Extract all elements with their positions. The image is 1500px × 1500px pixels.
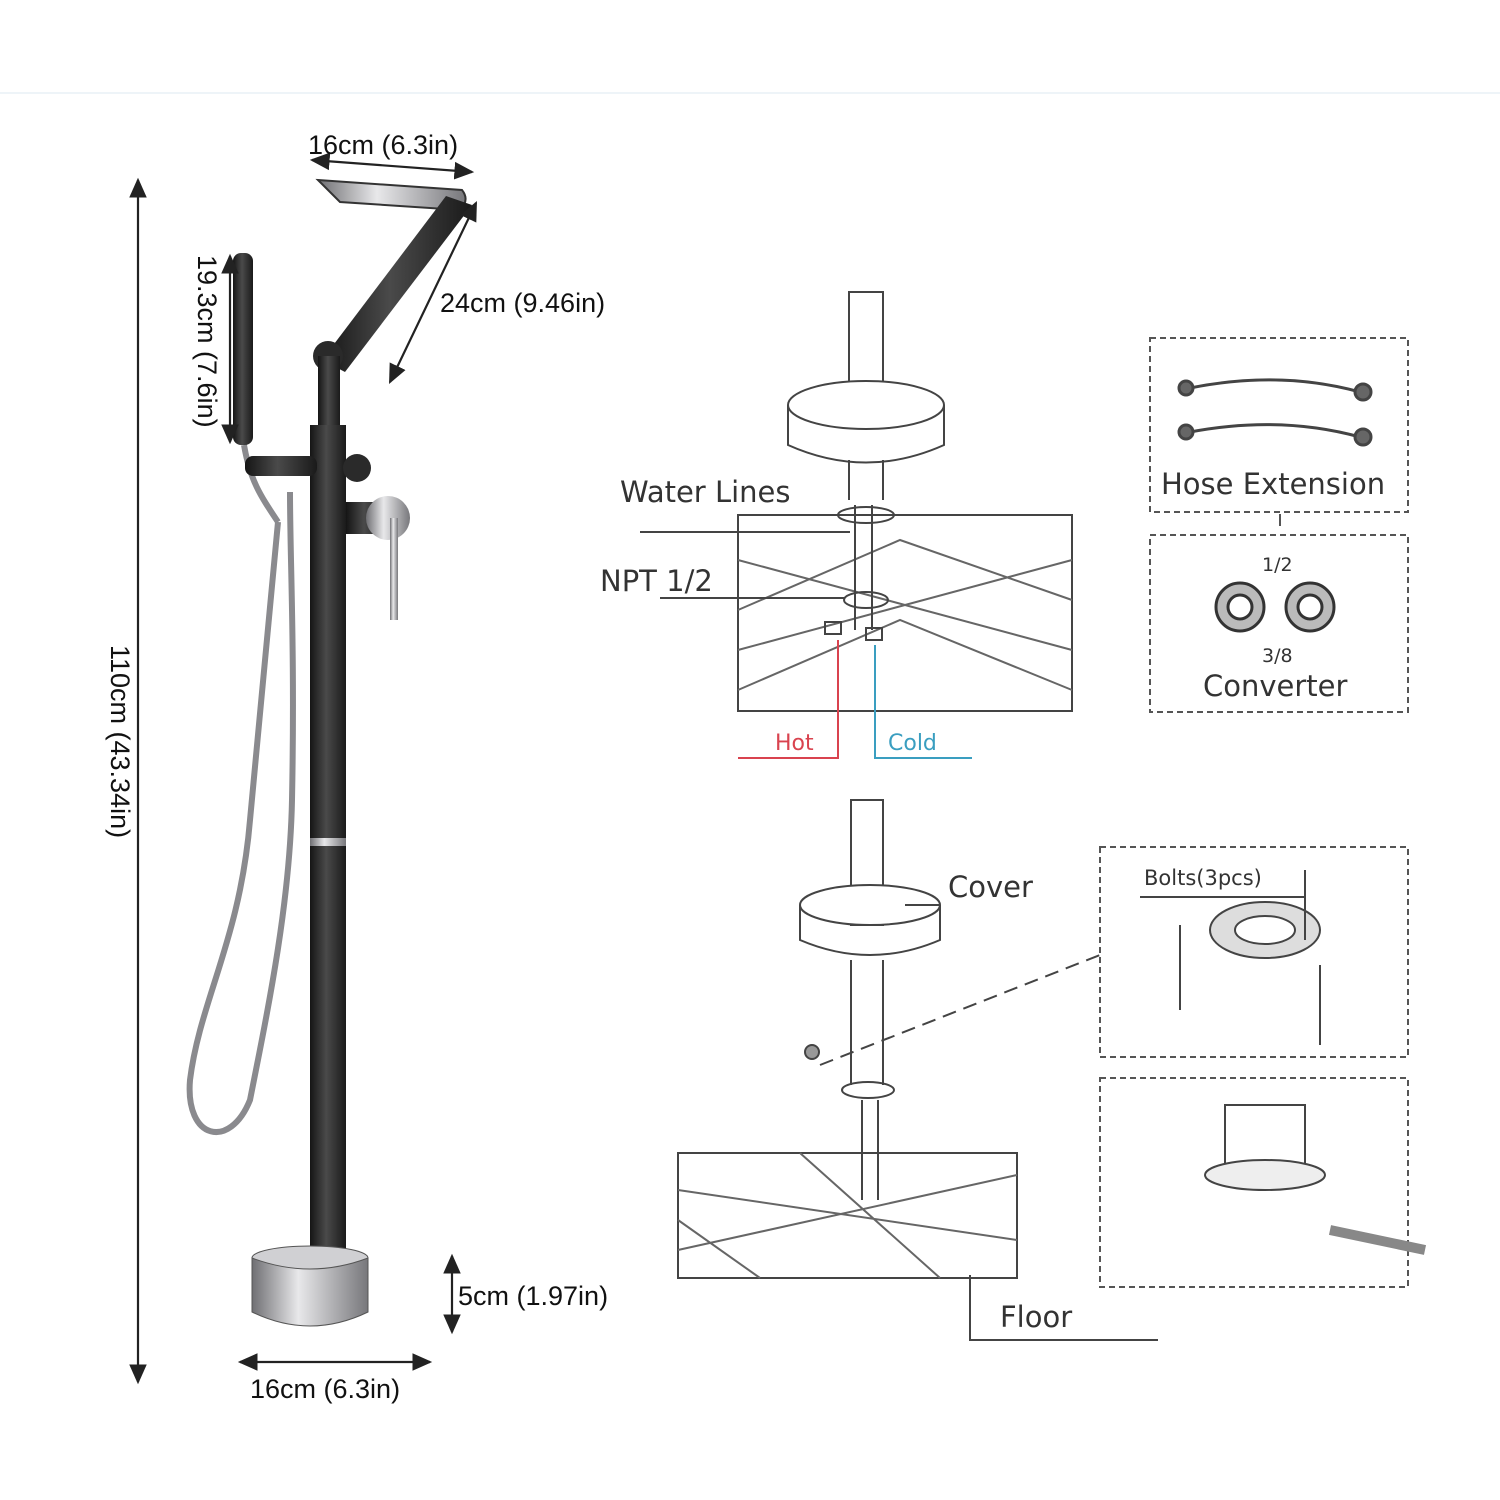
bolts-label: Bolts(3pcs) bbox=[1144, 866, 1262, 890]
cold-label: Cold bbox=[888, 731, 937, 756]
converter-size-top: 1/2 bbox=[1262, 554, 1293, 576]
total-height-label: 110cm (43.34in) bbox=[105, 645, 135, 839]
freestanding-faucet-illustration bbox=[186, 178, 472, 1327]
handshower-length-label: 19.3cm (7.6in) bbox=[192, 255, 222, 428]
accessory-panels bbox=[1099, 337, 1409, 1288]
water-lines-label: Water Lines bbox=[620, 475, 791, 509]
cover-label: Cover bbox=[948, 870, 1033, 904]
converter-size-bottom: 3/8 bbox=[1262, 645, 1293, 667]
dimension-arrows bbox=[129, 152, 477, 1385]
hot-label: Hot bbox=[775, 731, 814, 756]
base-width-label: 16cm (6.3in) bbox=[250, 1374, 401, 1404]
cover-install-drawing bbox=[677, 799, 1427, 1341]
npt-label: NPT 1/2 bbox=[600, 564, 713, 598]
water-line-install-drawing bbox=[640, 291, 1073, 712]
spout-width-label: 16cm (6.3in) bbox=[308, 130, 459, 160]
base-height-label: 5cm (1.97in) bbox=[458, 1281, 609, 1311]
converter-label: Converter bbox=[1203, 669, 1348, 703]
floor-label: Floor bbox=[1000, 1300, 1073, 1334]
converter-icon bbox=[1214, 581, 1336, 633]
hose-extension-label: Hose Extension bbox=[1161, 467, 1386, 501]
hose-extension-icon bbox=[1177, 378, 1373, 447]
spout-length-label: 24cm (9.46in) bbox=[440, 288, 606, 318]
